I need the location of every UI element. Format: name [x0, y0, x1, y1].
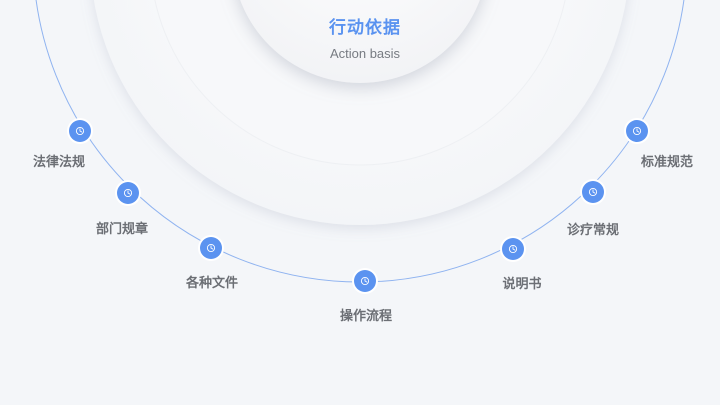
- node-marker: [198, 235, 224, 261]
- node-layer: [67, 118, 650, 294]
- clock-icon: [206, 243, 216, 253]
- center-title: 行动依据: [329, 18, 401, 38]
- node-marker: [500, 236, 526, 262]
- node-label: 说明书: [502, 277, 542, 292]
- node-marker: [67, 118, 93, 144]
- clock-icon: [123, 188, 133, 198]
- node-label: 部门规章: [95, 222, 148, 237]
- node-label: 诊疗常规: [566, 223, 619, 238]
- node-marker: [352, 268, 378, 294]
- node-label: 标准规范: [640, 155, 693, 170]
- clock-icon: [508, 244, 518, 254]
- node-marker: [624, 118, 650, 144]
- clock-icon: [75, 126, 85, 136]
- clock-icon: [632, 126, 642, 136]
- clock-icon: [588, 187, 598, 197]
- center-subtitle: Action basis: [329, 46, 401, 61]
- node-label: 各种文件: [185, 276, 238, 291]
- clock-icon: [360, 276, 370, 286]
- node-marker: [115, 180, 141, 206]
- node-marker: [580, 179, 606, 205]
- center-disc: [240, 0, 480, 83]
- node-label: 操作流程: [339, 309, 392, 324]
- node-label: 法律法规: [32, 155, 85, 170]
